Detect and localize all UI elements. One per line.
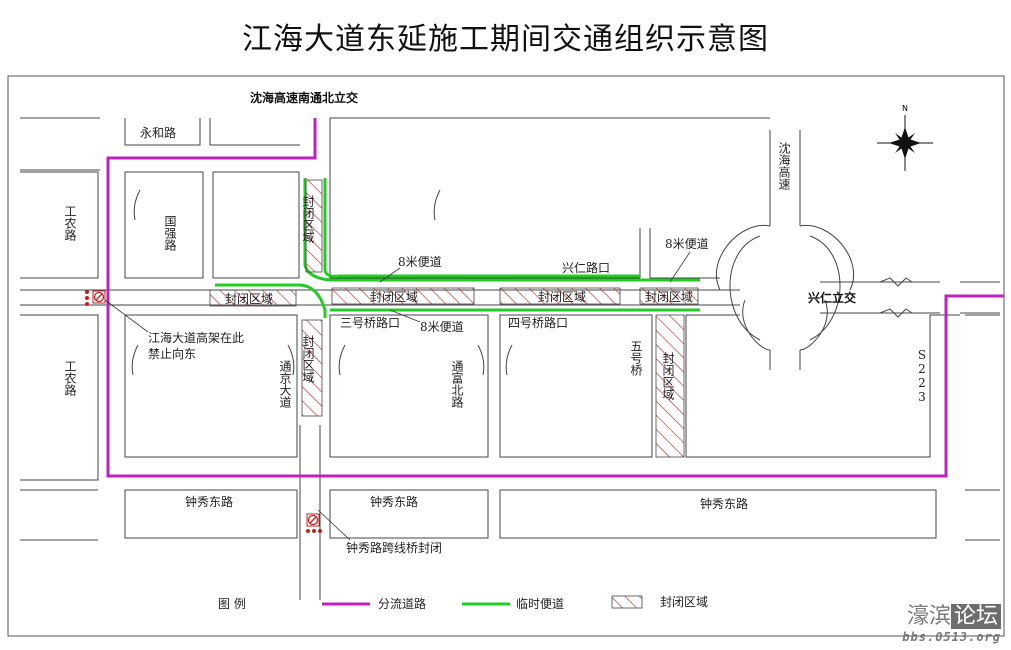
map-labels: 沈海高速南通北立交 永和路 国强路 工农路 封闭区域 8米便道 兴仁路口 8米便… bbox=[63, 90, 929, 555]
traffic-light-icon bbox=[85, 290, 322, 533]
label-expressway-top: 沈海高速南通北立交 bbox=[250, 90, 358, 105]
label-closed-vertical-2: 封闭区域 bbox=[301, 335, 315, 383]
label-closed-1: 封闭区域 bbox=[225, 292, 273, 306]
label-closed-4: 封闭区域 bbox=[645, 290, 693, 304]
label-bridge5: 五号桥 bbox=[629, 340, 643, 377]
label-xingren-road-mouth: 兴仁路口 bbox=[562, 260, 610, 275]
closed-area-3 bbox=[499, 287, 621, 305]
label-pavement-8m-1: 8米便道 bbox=[398, 255, 442, 269]
legend-temporary-label: 临时便道 bbox=[516, 597, 564, 611]
legend-closed-label: 封闭区域 bbox=[660, 595, 708, 609]
page-title: 江海大道东延施工期间交通组织示意图 bbox=[242, 22, 769, 57]
forum-watermark: 濠滨论坛 bbs.0513.org bbox=[866, 598, 1001, 644]
watermark-brand: 濠滨论坛 bbox=[866, 598, 1001, 630]
svg-text:N: N bbox=[902, 104, 908, 113]
label-pavement-8m-2: 8米便道 bbox=[665, 237, 709, 251]
legend-diversion-label: 分流道路 bbox=[378, 596, 426, 611]
closed-area-4 bbox=[639, 287, 699, 305]
watermark-url: bbs.0513.org bbox=[902, 630, 1001, 644]
leader-lines bbox=[104, 251, 691, 541]
closed-area-vertical-1 bbox=[305, 179, 323, 273]
label-pavement-8m-3: 8米便道 bbox=[420, 320, 464, 334]
label-closed-vertical-3: 封闭区域 bbox=[661, 352, 675, 400]
legend-title: 图 例 bbox=[218, 597, 246, 611]
label-bridge-closed: 钟秀路跨线桥封闭 bbox=[346, 540, 442, 555]
map-frame bbox=[7, 75, 1005, 637]
label-jianghai-note: 江海大道高架在此禁止向东 bbox=[148, 331, 244, 361]
label-xingren-interchange: 兴仁立交 bbox=[808, 290, 856, 305]
label-closed-vertical-1: 封闭区域 bbox=[301, 195, 315, 243]
legend: 图 例 分流道路 临时便道 封闭区域 bbox=[218, 595, 708, 611]
closed-area-vertical-3 bbox=[655, 314, 685, 458]
label-zhongxiu-road-3: 钟秀东路 bbox=[700, 496, 748, 511]
label-closed-2: 封闭区域 bbox=[370, 290, 418, 304]
label-bridge4-mouth: 四号桥路口 bbox=[508, 315, 568, 330]
closed-area-vertical-2 bbox=[301, 319, 323, 417]
label-closed-3: 封闭区域 bbox=[538, 290, 586, 304]
legend-closed-swatch bbox=[611, 595, 643, 609]
closed-area-2 bbox=[331, 287, 475, 305]
temporary-pavements bbox=[215, 178, 700, 318]
label-gongnong-road-top: 工农路 bbox=[63, 205, 77, 242]
label-gongnong-road-bottom: 工农路 bbox=[63, 360, 77, 397]
label-yonghe-road: 永和路 bbox=[140, 125, 176, 140]
label-expressway-right: 沈海高速 bbox=[777, 141, 791, 190]
label-zhongxiu-road-2: 钟秀东路 bbox=[370, 494, 418, 509]
label-s223: S223 bbox=[915, 348, 929, 404]
label-tongfu-north-road: 通富北路 bbox=[450, 360, 464, 409]
closed-area-1 bbox=[209, 289, 297, 307]
north-arrow-icon: N bbox=[877, 104, 933, 171]
label-guoqiang-road: 国强路 bbox=[163, 215, 177, 252]
label-tongjing-road: 通京大道 bbox=[278, 360, 292, 408]
label-zhongxiu-road-1: 钟秀东路 bbox=[185, 494, 233, 509]
closed-areas bbox=[209, 179, 699, 458]
no-entry-sign-icon bbox=[92, 290, 320, 527]
diversion-routes bbox=[106, 118, 1004, 478]
label-bridge3-mouth: 三号桥路口 bbox=[340, 315, 400, 330]
